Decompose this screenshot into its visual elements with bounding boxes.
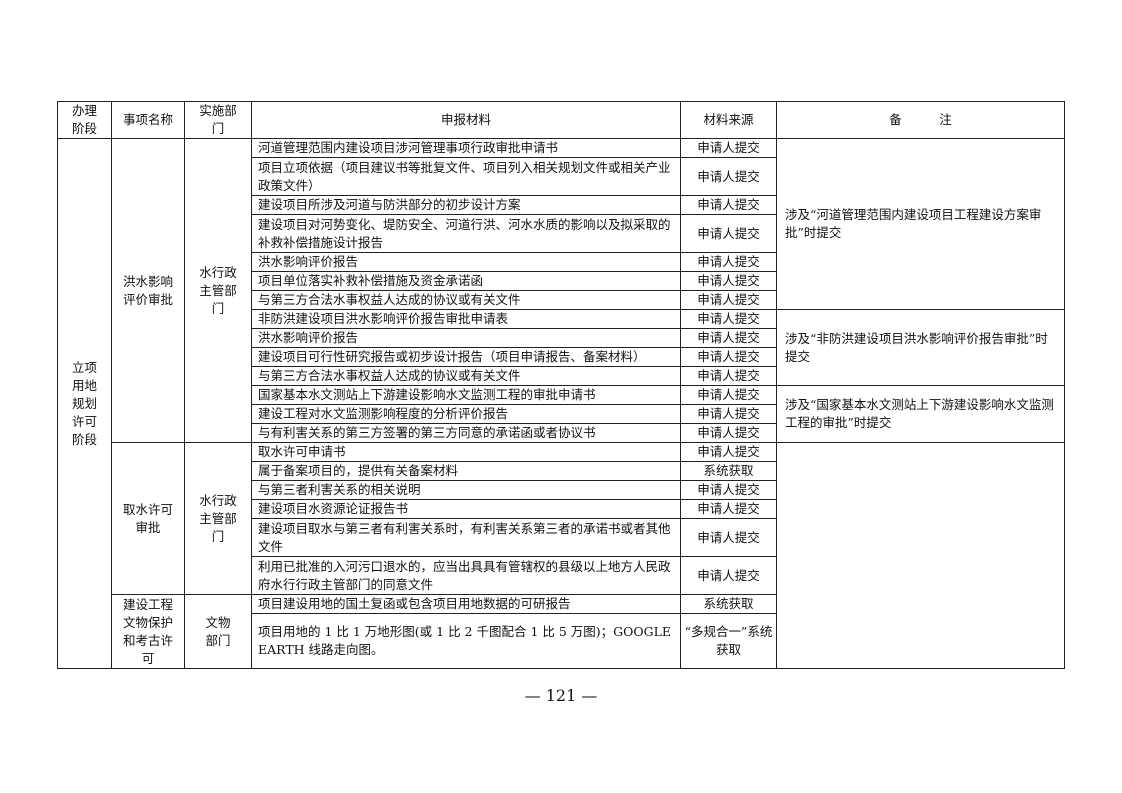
- material: 项目建设用地的国土复函或包含项目用地数据的可研报告: [251, 594, 681, 614]
- material: 与有利害关系的第三方签署的第三方同意的承诺函或者协议书: [251, 423, 681, 443]
- material: 项目立项依据（项目建议书等批复文件、项目列入相关规划文件或相关产业政策文件）: [251, 157, 681, 196]
- header-source: 材料来源: [680, 101, 777, 139]
- material: 建设项目取水与第三者有利害关系时，有利害关系第三者的承诺书或者其他文件: [251, 518, 681, 557]
- source: 申请人提交: [680, 442, 777, 462]
- material: 洪水影响评价报告: [251, 328, 681, 348]
- stage-cell: 立项用地规划许可阶段: [57, 138, 112, 669]
- material: 取水许可申请书: [251, 442, 681, 462]
- material: 与第三者利害关系的相关说明: [251, 480, 681, 500]
- material: 建设项目对河势变化、堤防安全、河道行洪、河水水质的影响以及拟采取的补救补偿措施设…: [251, 214, 681, 253]
- table-row: 建设项目对河势变化、堤防安全、河道行洪、河水水质的影响以及拟采取的补救补偿措施设…: [58, 214, 1065, 253]
- table-row: 项目用地的 1 比 1 万地形图(或 1 比 2 千图配合 1 比 5 万图)；…: [58, 613, 1065, 669]
- source: 申请人提交: [680, 290, 777, 310]
- material: 建设工程对水文监测影响程度的分析评价报告: [251, 404, 681, 424]
- header-item: 事项名称: [111, 101, 185, 139]
- source: 申请人提交: [680, 271, 777, 291]
- source: 申请人提交: [680, 347, 777, 367]
- header-stage: 办理阶段: [57, 101, 112, 139]
- remark: 涉及“国家基本水文测站上下游建设影响水文监测工程的审批”时提交: [776, 385, 1065, 443]
- source: “多规合一”系统获取: [680, 613, 777, 669]
- material: 国家基本水文测站上下游建设影响水文监测工程的审批申请书: [251, 385, 681, 405]
- source: 申请人提交: [680, 214, 777, 253]
- item-name: 取水许可审批: [111, 442, 185, 595]
- header-dept: 实施部门: [184, 101, 252, 139]
- source: 申请人提交: [680, 328, 777, 348]
- material: 建设项目可行性研究报告或初步设计报告（项目申请报告、备案材料）: [251, 347, 681, 367]
- source: 申请人提交: [680, 385, 777, 405]
- source: 系统获取: [680, 594, 777, 614]
- material: 洪水影响评价报告: [251, 252, 681, 272]
- materials-table: 办理阶段 事项名称 实施部门 申报材料 材料来源 备 注 立项用地规划许可阶段 …: [57, 101, 1065, 669]
- source: 申请人提交: [680, 518, 777, 557]
- source: 系统获取: [680, 461, 777, 481]
- table-row: 与有利害关系的第三方签署的第三方同意的承诺函或者协议书申请人提交: [58, 423, 1065, 443]
- table-row: 与第三者利害关系的相关说明申请人提交: [58, 480, 1065, 500]
- page-number: — 121 —: [524, 686, 598, 705]
- source: 申请人提交: [680, 309, 777, 329]
- source: 申请人提交: [680, 195, 777, 215]
- table-row: 建设项目水资源论证报告书申请人提交: [58, 499, 1065, 519]
- material: 与第三方合法水事权益人达成的协议或有关文件: [251, 366, 681, 386]
- material: 属于备案项目的，提供有关备案材料: [251, 461, 681, 481]
- table-row: 与第三方合法水事权益人达成的协议或有关文件申请人提交: [58, 366, 1065, 386]
- item-dept: 文物部门: [184, 594, 252, 669]
- source: 申请人提交: [680, 404, 777, 424]
- remark: 涉及“河道管理范围内建设项目工程建设方案审批”时提交: [776, 138, 1065, 310]
- table-row: 利用已批准的入河污口退水的，应当出具具有管辖权的县级以上地方人民政府水行行政主管…: [58, 556, 1065, 595]
- material: 项目单位落实补救补偿措施及资金承诺函: [251, 271, 681, 291]
- remark-empty: [776, 442, 1065, 669]
- material: 建设项目水资源论证报告书: [251, 499, 681, 519]
- table-row: 建设项目所涉及河道与防洪部分的初步设计方案申请人提交: [58, 195, 1065, 215]
- table-row: 洪水影响评价报告申请人提交: [58, 252, 1065, 272]
- remark: 涉及“非防洪建设项目洪水影响评价报告审批”时提交: [776, 309, 1065, 386]
- table-row: 建设工程文物保护和考古许可 文物部门 项目建设用地的国土复函或包含项目用地数据的…: [58, 594, 1065, 669]
- table-row: 非防洪建设项目洪水影响评价报告审批申请表申请人提交 涉及“非防洪建设项目洪水影响…: [58, 309, 1065, 386]
- source: 申请人提交: [680, 252, 777, 272]
- source: 申请人提交: [680, 556, 777, 595]
- source: 申请人提交: [680, 423, 777, 443]
- item-name: 洪水影响评价审批: [111, 138, 185, 443]
- source: 申请人提交: [680, 480, 777, 500]
- source: 申请人提交: [680, 366, 777, 386]
- source: 申请人提交: [680, 138, 777, 158]
- material: 与第三方合法水事权益人达成的协议或有关文件: [251, 290, 681, 310]
- material: 项目用地的 1 比 1 万地形图(或 1 比 2 千图配合 1 比 5 万图)；…: [251, 613, 681, 669]
- item-dept: 水行政主管部门: [184, 442, 252, 595]
- source: 申请人提交: [680, 157, 777, 196]
- item-dept: 水行政主管部门: [184, 138, 252, 443]
- table-row: 立项用地规划许可阶段 洪水影响评价审批 水行政主管部门 河道管理范围内建设项目涉…: [57, 138, 1065, 669]
- table-row: 建设工程对水文监测影响程度的分析评价报告申请人提交: [58, 404, 1065, 424]
- material: 建设项目所涉及河道与防洪部分的初步设计方案: [251, 195, 681, 215]
- header-remark: 备 注: [776, 101, 1065, 139]
- table-row: 国家基本水文测站上下游建设影响水文监测工程的审批申请书申请人提交 涉及“国家基本…: [58, 385, 1065, 443]
- header-material: 申报材料: [251, 101, 681, 139]
- source: 申请人提交: [680, 499, 777, 519]
- table-row: 项目立项依据（项目建议书等批复文件、项目列入相关规划文件或相关产业政策文件）申请…: [58, 157, 1065, 196]
- material: 利用已批准的入河污口退水的，应当出具具有管辖权的县级以上地方人民政府水行行政主管…: [251, 556, 681, 595]
- material: 非防洪建设项目洪水影响评价报告审批申请表: [251, 309, 681, 329]
- material: 河道管理范围内建设项目涉河管理事项行政审批申请书: [251, 138, 681, 158]
- table-row: 取水许可审批 水行政主管部门 取水许可申请书申请人提交: [58, 442, 1065, 669]
- item-name: 建设工程文物保护和考古许可: [111, 594, 185, 669]
- table-header-row: 办理阶段 事项名称 实施部门 申报材料 材料来源 备 注: [57, 101, 1065, 139]
